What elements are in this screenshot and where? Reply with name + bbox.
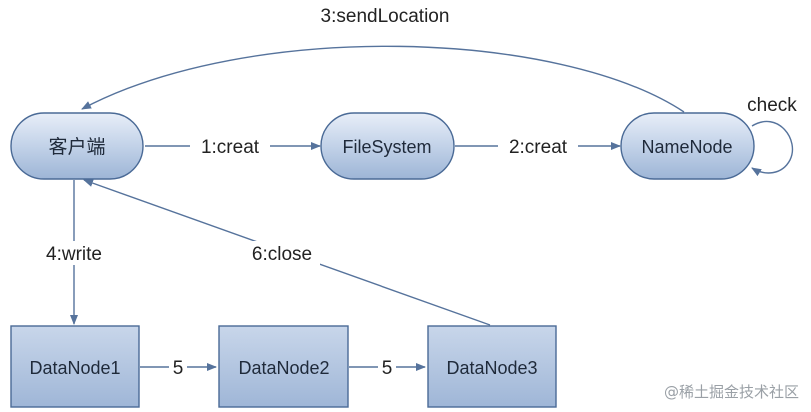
node-namenode: NameNode xyxy=(620,112,755,180)
label-4-write: 4:write xyxy=(46,244,102,265)
node-filesystem-label: FileSystem xyxy=(342,137,431,157)
label-check: check xyxy=(747,95,797,116)
edge-namenode-self-check xyxy=(751,120,794,177)
edge-labels: 1:creat 2:creat 3:sendLocation check 4:w… xyxy=(38,6,797,379)
node-client-label: 客户端 xyxy=(48,136,105,158)
label-5-pipe-1: 5 xyxy=(173,358,184,379)
node-datanode1-label: DataNode1 xyxy=(29,358,120,378)
label-6-close: 6:close xyxy=(252,244,312,265)
watermark-text: @稀土掘金技术社区 xyxy=(663,383,799,401)
edges xyxy=(70,45,794,371)
edge-namenode-to-client-sendlocation xyxy=(81,45,685,113)
label-3-sendlocation: 3:sendLocation xyxy=(321,6,450,27)
node-datanode1: DataNode1 xyxy=(10,325,140,408)
node-filesystem: FileSystem xyxy=(320,112,455,180)
node-client: 客户端 xyxy=(10,112,144,180)
label-5-pipe-2: 5 xyxy=(382,358,393,379)
node-datanode2: DataNode2 xyxy=(218,325,349,408)
node-datanode2-label: DataNode2 xyxy=(238,358,329,378)
label-2-creat: 2:creat xyxy=(509,137,568,158)
label-1-creat: 1:creat xyxy=(201,137,260,158)
node-datanode3: DataNode3 xyxy=(427,325,557,408)
node-datanode3-label: DataNode3 xyxy=(446,358,537,378)
node-namenode-label: NameNode xyxy=(641,137,732,157)
